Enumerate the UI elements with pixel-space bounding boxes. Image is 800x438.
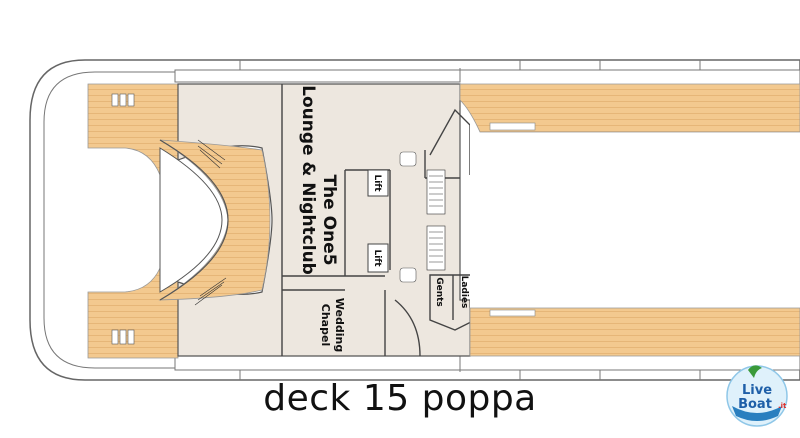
side-deck-lower <box>469 307 800 357</box>
deck-caption: deck 15 poppa <box>263 378 537 419</box>
svg-text:Boat: Boat <box>738 397 772 412</box>
lifts <box>367 169 389 273</box>
sun-loungers <box>111 93 417 345</box>
lounge-name-line2: Lounge & Nightclub <box>298 85 318 275</box>
stairs <box>194 139 446 306</box>
lift-label-upper: Lift <box>372 174 382 192</box>
gents-label: Gents <box>434 277 444 307</box>
lounge-name-line1: The One5 <box>319 174 339 265</box>
lift-label-lower: Lift <box>372 249 382 267</box>
svg-text:.it: .it <box>778 402 787 410</box>
atrium-void <box>470 108 800 308</box>
chapel-name-line2: Chapel <box>319 304 332 346</box>
chapel-name-line1: Wedding <box>333 298 346 352</box>
ladies-label: Ladies <box>459 276 469 309</box>
svg-text:Live: Live <box>742 383 772 398</box>
liveboat-logo: Live Boat .it <box>726 365 788 427</box>
interior <box>158 83 471 357</box>
side-deck-upper <box>459 83 800 133</box>
